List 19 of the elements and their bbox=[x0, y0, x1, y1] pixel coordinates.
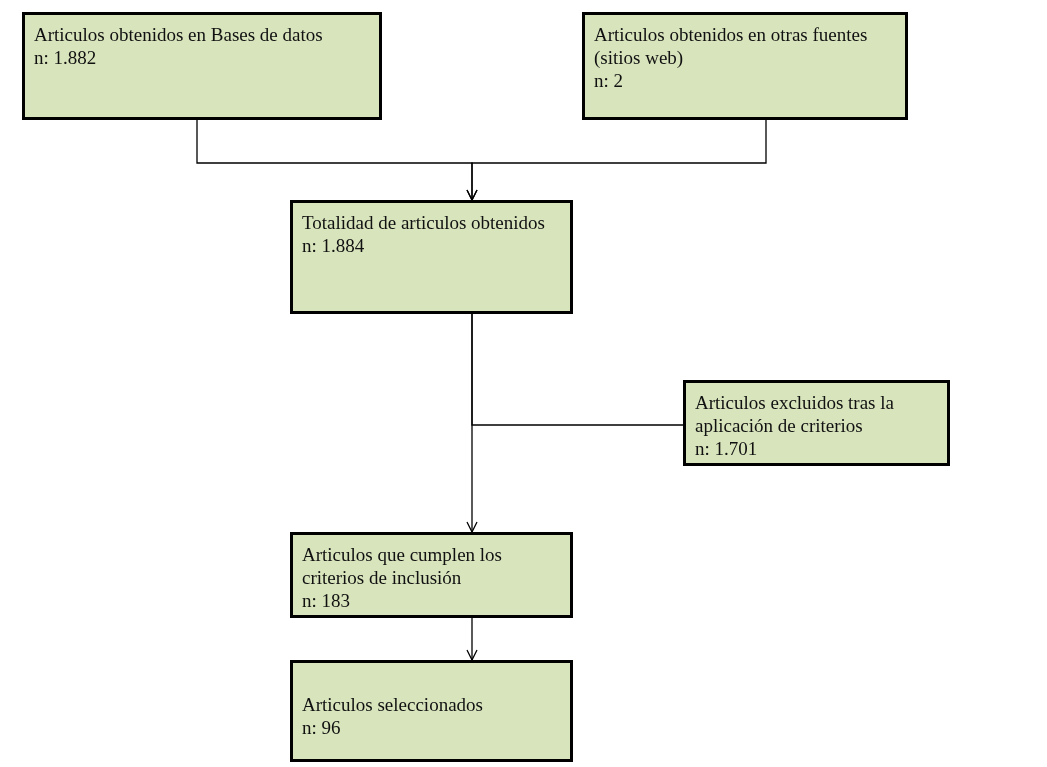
connector-line bbox=[471, 313, 684, 426]
process-box bbox=[22, 12, 382, 120]
process-box bbox=[582, 12, 908, 120]
process-box bbox=[683, 380, 950, 466]
process-box bbox=[290, 200, 573, 314]
arrow bbox=[466, 617, 478, 661]
box-text: Articulos obtenidos en otras fuentes (sitios web) bbox=[594, 23, 869, 69]
count-text: n: 183 bbox=[302, 589, 352, 612]
box-text: Articulos seleccionados bbox=[302, 693, 484, 716]
count-text: n: 1.882 bbox=[34, 46, 98, 69]
count-text: n: 2 bbox=[594, 69, 625, 92]
box-text: Totalidad de articulos obtenidos bbox=[302, 211, 546, 234]
count-text: n: 1.884 bbox=[302, 234, 366, 257]
count-text: n: 96 bbox=[302, 716, 342, 739]
box-text: Articulos obtenidos en Bases de datos bbox=[34, 23, 324, 46]
process-box bbox=[290, 660, 573, 762]
process-box bbox=[290, 532, 573, 618]
arrow bbox=[466, 119, 767, 201]
count-text: n: 1.701 bbox=[695, 437, 759, 460]
